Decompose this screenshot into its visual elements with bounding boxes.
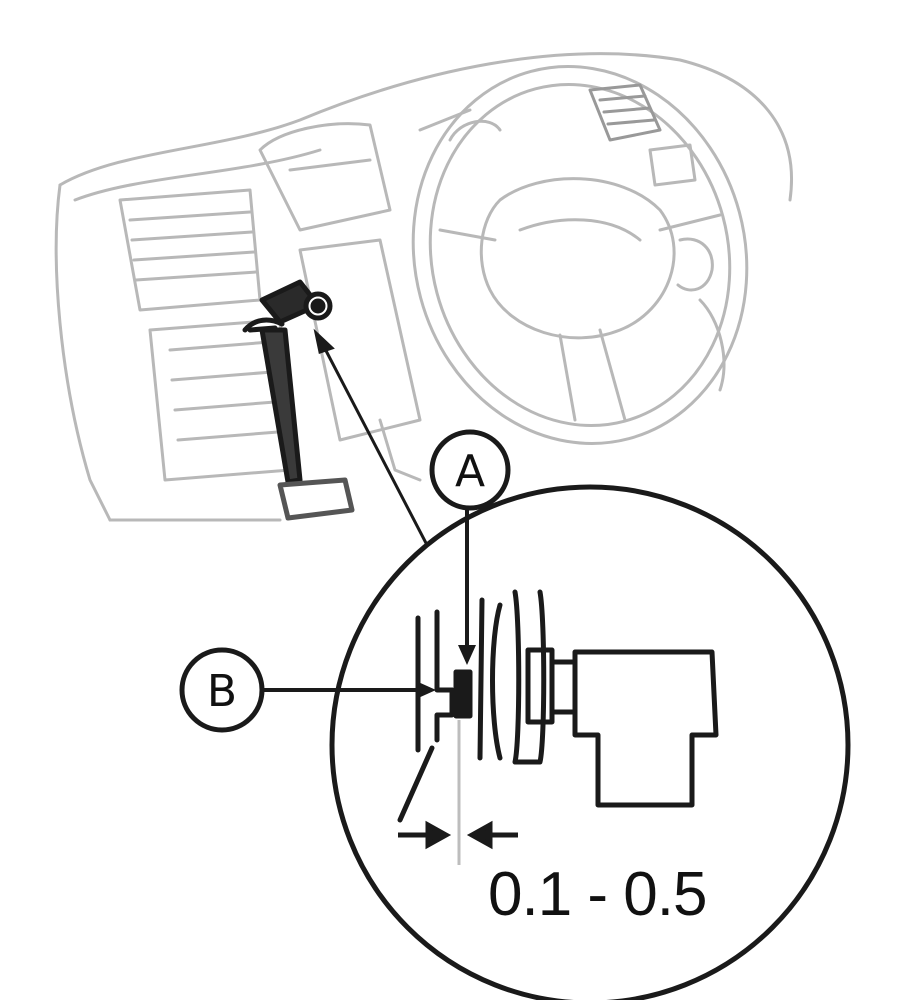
callout-b-circle (179, 647, 265, 733)
dashboard-illustration (54, 52, 793, 522)
pointer-arrow (313, 328, 442, 571)
stop-lamp-switch-detail (397, 589, 719, 823)
gap-arrows (398, 820, 518, 850)
callout-b-label: B (207, 666, 237, 717)
callout-b: B (179, 647, 436, 733)
brake-pedal-assembly (242, 279, 355, 521)
detail-circle (329, 484, 851, 1000)
detail-view (329, 484, 851, 1000)
callout-b-arrowhead (416, 681, 436, 699)
callout-a-label: A (455, 446, 485, 497)
callout-a: A (429, 429, 511, 665)
gap-measurement-label: 0.1 - 0.5 (488, 860, 706, 929)
callout-a-arrowhead (458, 645, 476, 665)
callout-a-circle (429, 429, 511, 511)
